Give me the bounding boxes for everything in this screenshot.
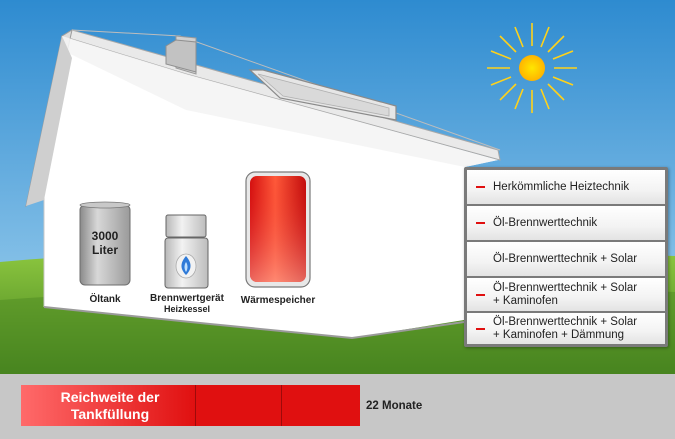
boiler-label-line1: Brennwertgerät: [150, 293, 224, 304]
boiler: [164, 214, 209, 289]
gauge-label: Reichweite der Tankfüllung: [22, 389, 198, 423]
gauge-label-line1: Reichweite der: [60, 389, 160, 405]
sun-icon: [487, 23, 577, 113]
oil-tank: [79, 201, 131, 286]
heat-storage-tank: [245, 171, 311, 288]
option-condensing-solar[interactable]: Öl-Brennwerttechnik + Solar: [467, 242, 665, 276]
option-label: Öl-Brennwerttechnik + Solar + Kaminofen: [493, 282, 637, 307]
option-condensing-solar-stove[interactable]: Öl-Brennwerttechnik + Solar + Kaminofen: [467, 278, 665, 311]
gauge-divider: [195, 385, 196, 426]
option-label: Herkömmliche Heiztechnik: [493, 180, 630, 193]
chimney: [165, 35, 197, 75]
gauge-segment: [21, 385, 195, 426]
option-label: Öl-Brennwerttechnik + Solar: [493, 252, 638, 265]
option-conventional[interactable]: Herkömmliche Heiztechnik: [467, 170, 665, 204]
option-label: Öl-Brennwerttechnik + Solar + Kaminofen …: [493, 316, 637, 341]
boiler-label-line2: Heizkessel: [163, 304, 211, 314]
minus-icon: [467, 222, 493, 224]
option-label-line1: Öl-Brennwerttechnik + Solar: [493, 282, 638, 294]
minus-icon: [467, 327, 493, 330]
oil-tank-label: Öltank: [89, 294, 121, 305]
minus-icon: [467, 293, 493, 296]
range-value: 22 Monate: [366, 400, 423, 412]
gauge-label-line2: Tankfüllung: [70, 406, 150, 422]
tank-volume-label: 3000 Liter: [91, 229, 119, 257]
solar-collector: [248, 69, 397, 121]
option-condensing-solar-stove-insulation[interactable]: Öl-Brennwerttechnik + Solar + Kaminofen …: [467, 313, 665, 344]
minus-icon: [467, 186, 493, 188]
option-label-line2: + Kaminofen: [493, 294, 558, 307]
option-label-line1: Öl-Brennwerttechnik + Solar: [493, 316, 638, 328]
option-label: Öl-Brennwerttechnik: [493, 216, 598, 229]
option-label-line2: + Kaminofen + Dämmung: [493, 328, 625, 341]
heat-storage-label: Wärmespeicher: [240, 295, 316, 306]
gauge-divider: [281, 385, 282, 426]
tank-range-gauge: [21, 385, 360, 426]
heating-option-panel: Herkömmliche Heiztechnik Öl-Brennwerttec…: [464, 167, 668, 347]
boiler-label: Brennwertgerät Heizkessel: [148, 294, 226, 315]
option-condensing[interactable]: Öl-Brennwerttechnik: [467, 206, 665, 240]
